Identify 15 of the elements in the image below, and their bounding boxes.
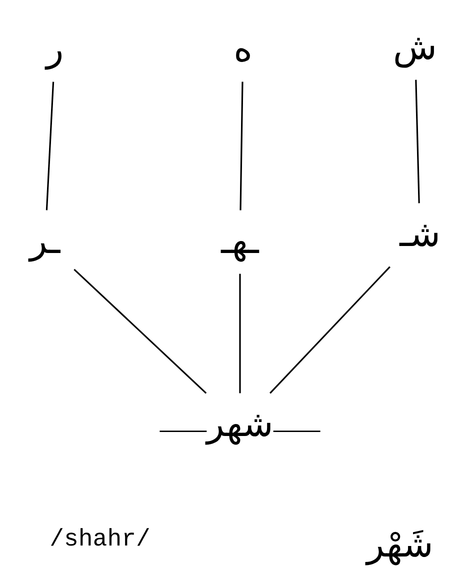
connector-line	[239, 274, 241, 394]
letter-glyph: ـر	[28, 222, 62, 262]
letter-glyph: ر	[44, 30, 66, 70]
letter-glyph: ش	[391, 28, 439, 68]
transcription-label: /shahr/	[50, 526, 150, 554]
connector-line	[415, 80, 420, 204]
word-glyph: شهر	[204, 405, 276, 445]
vocalized-word: شَهْر	[366, 524, 434, 566]
letter-glyph: ـهـ	[219, 222, 261, 262]
connector-line	[46, 82, 54, 210]
connector-line	[74, 268, 207, 394]
connector-line	[270, 266, 390, 394]
letter-glyph: ه	[232, 30, 254, 70]
letter-glyph: شـ	[398, 215, 442, 255]
connector-line	[240, 82, 244, 210]
